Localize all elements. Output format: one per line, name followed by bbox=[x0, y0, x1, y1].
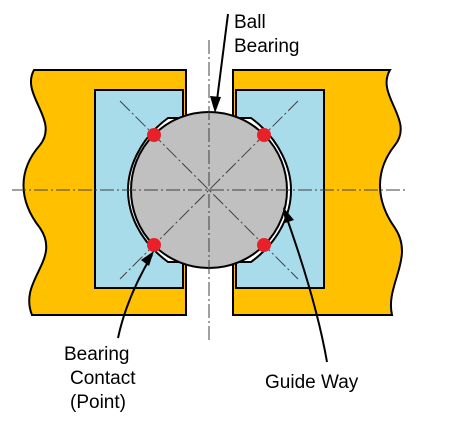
guide-way-arrow bbox=[284, 212, 328, 363]
ball-bearing-arrow-head bbox=[210, 96, 221, 113]
contact-points bbox=[147, 128, 271, 252]
bearing-contact-arrow-head bbox=[141, 251, 154, 266]
arrow-heads bbox=[141, 96, 294, 266]
ball-bearing-label-line1: Ball bbox=[234, 12, 266, 33]
contact-point-bottom-left bbox=[147, 238, 161, 252]
contact-point-top-left bbox=[147, 128, 161, 142]
guide-way-arrow-head bbox=[283, 207, 294, 223]
ball-bearing-label-line2: Bearing bbox=[234, 36, 300, 57]
contact-point-top-right bbox=[257, 128, 271, 142]
bearing-contact-label-line2: Contact bbox=[70, 368, 136, 389]
ball-bearing-arrow bbox=[215, 13, 229, 109]
guide-way-label: Guide Way bbox=[265, 372, 359, 393]
bearing-contact-label-line1: Bearing bbox=[64, 344, 130, 365]
bearing-contact-label-line3: (Point) bbox=[70, 392, 126, 413]
contact-point-bottom-right bbox=[257, 238, 271, 252]
